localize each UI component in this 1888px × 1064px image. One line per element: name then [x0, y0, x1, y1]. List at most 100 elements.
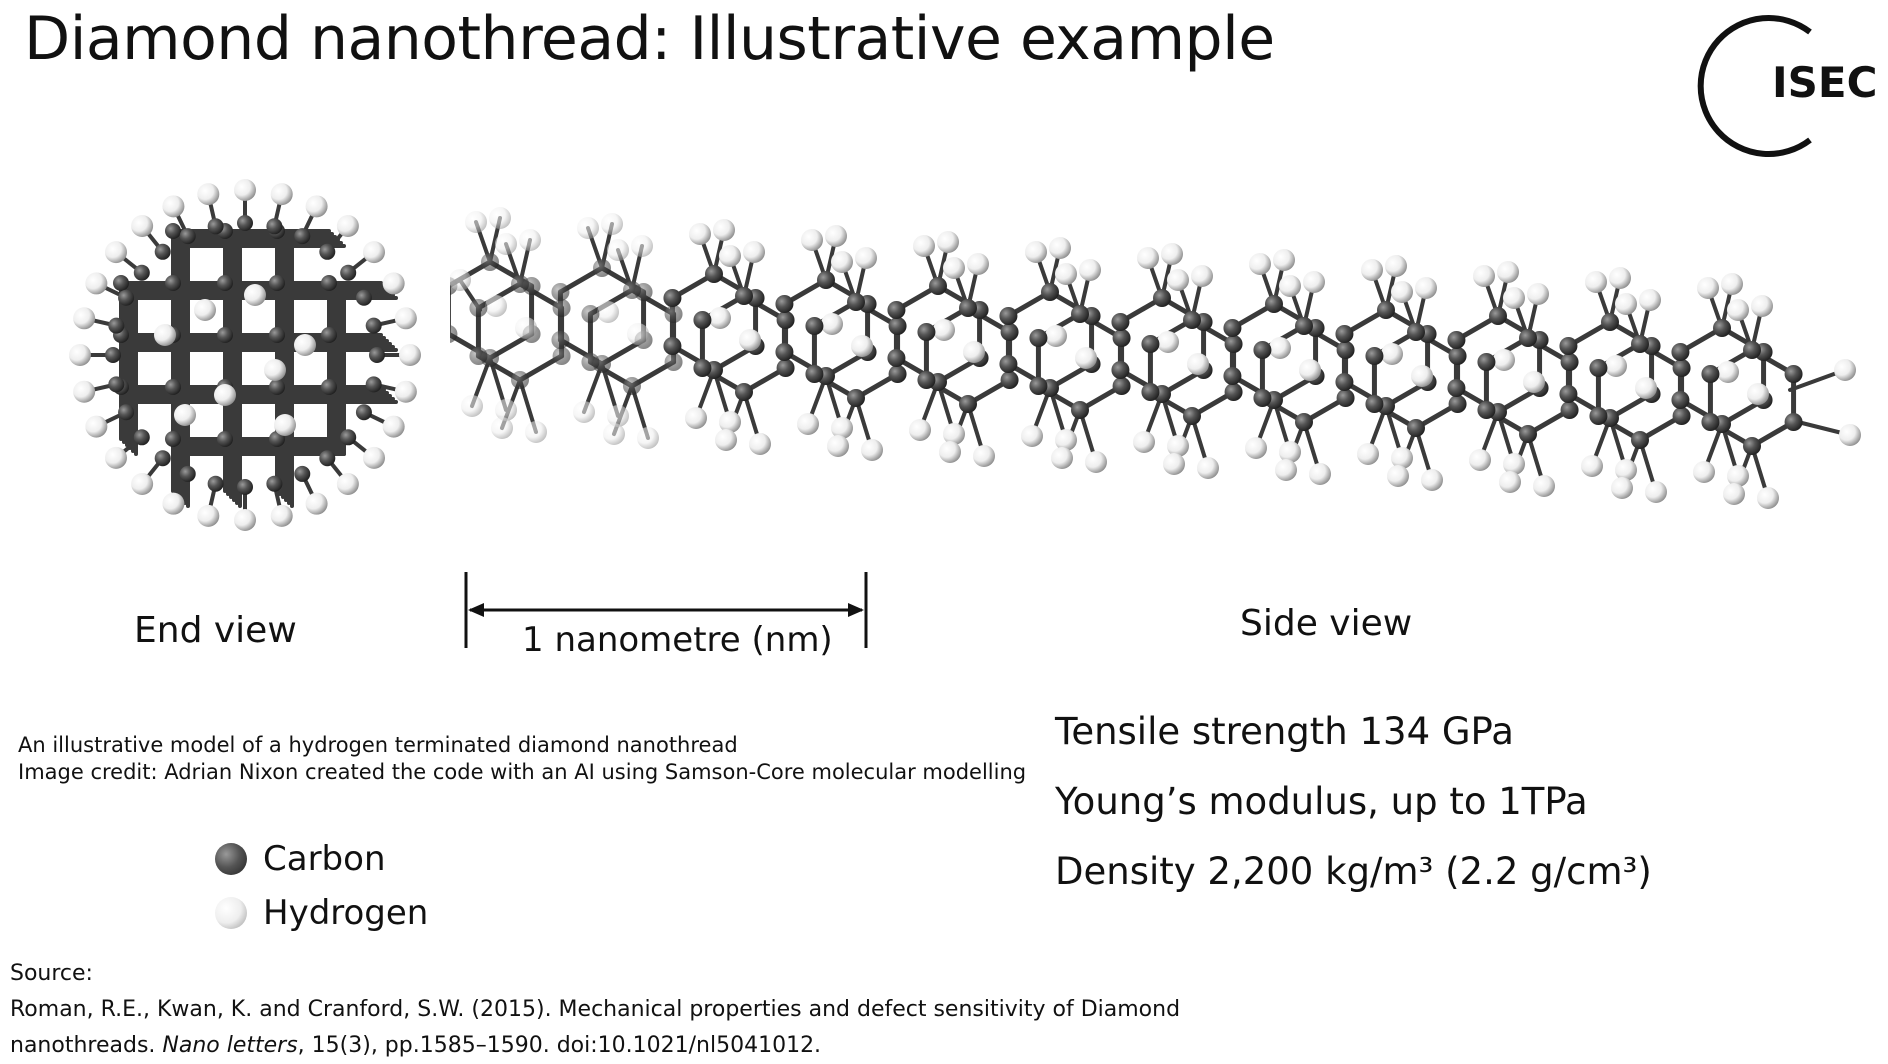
carbon-atom	[217, 327, 233, 343]
carbon-atom	[551, 283, 570, 301]
hydrogen-atom	[1049, 237, 1071, 259]
carbon-atom	[1560, 401, 1579, 419]
carbon-atom	[237, 215, 253, 231]
carbon-atom	[664, 353, 683, 371]
hydrogen-atom	[214, 384, 236, 406]
source-journal: Nano letters	[162, 1033, 298, 1058]
carbon-atom	[340, 429, 357, 446]
legend-item-hydrogen: Hydrogen	[215, 886, 428, 940]
carbon-atom	[294, 465, 311, 482]
carbon-atom	[1671, 391, 1690, 409]
hydrogen-atom	[685, 407, 707, 429]
carbon-atom	[888, 365, 907, 383]
hydrogen-atom	[1473, 265, 1495, 287]
carbon-atom	[118, 289, 135, 306]
legend-label-carbon: Carbon	[263, 839, 386, 879]
carbon-atom	[321, 327, 337, 343]
legend-item-carbon: Carbon	[215, 832, 428, 886]
hydrogen-atom	[104, 241, 127, 264]
hydrogen-atom	[515, 317, 537, 339]
hydrogen-atom	[1279, 441, 1301, 463]
carbon-atom	[623, 281, 641, 299]
hydrogen-atom	[244, 284, 266, 306]
carbon-atom	[469, 299, 488, 317]
hydrogen-atom	[465, 211, 487, 233]
hydrogen-atom-icon	[215, 897, 247, 929]
carbon-atom	[776, 359, 795, 377]
carbon-atom	[511, 275, 529, 293]
carbon-atom	[207, 218, 224, 235]
carbon-atom	[269, 275, 285, 291]
page-title: Diamond nanothread: Illustrative example	[24, 4, 1275, 74]
carbon-atom	[1477, 401, 1496, 419]
carbon-atom	[1365, 395, 1384, 413]
property-youngs-modulus: Young’s modulus, up to 1TPa	[1055, 780, 1588, 823]
hydrogen-atom	[194, 299, 216, 321]
carbon-atom	[1071, 401, 1089, 419]
carbon-atom	[1407, 323, 1425, 341]
side-view-atoms	[450, 207, 1861, 509]
carbon-atom	[1784, 365, 1803, 383]
carbon-atom	[705, 265, 723, 283]
hydrogen-atom	[1167, 269, 1189, 291]
hydrogen-atom	[1187, 353, 1209, 375]
isec-logo	[1697, 15, 1812, 157]
carbon-atom	[154, 450, 171, 467]
hydrogen-atom	[855, 247, 877, 269]
carbon-atom	[108, 376, 125, 393]
hydrogen-atom	[1609, 267, 1631, 289]
carbon-atom	[1295, 413, 1313, 431]
hydrogen-atom	[1249, 253, 1271, 275]
hydrogen-atom	[131, 214, 154, 237]
hydrogen-atom	[489, 207, 511, 229]
carbon-atom	[1589, 407, 1608, 425]
hydrogen-atom	[1697, 277, 1719, 299]
carbon-atom	[481, 253, 499, 271]
carbon-atom	[1447, 331, 1466, 349]
carbon-atom	[1559, 337, 1578, 355]
carbon-atom	[1701, 365, 1720, 383]
carbon-atom	[319, 243, 336, 260]
hydrogen-atom	[234, 179, 256, 201]
hydrogen-atom	[743, 241, 765, 263]
end-view-bonds	[78, 188, 412, 522]
hydrogen-atom	[162, 195, 185, 218]
hydrogen-atom	[1055, 429, 1077, 451]
hydrogen-atom	[1385, 255, 1407, 277]
carbon-atom	[1183, 311, 1201, 329]
carbon-atom	[805, 365, 824, 383]
side-view-molecule	[450, 207, 1861, 509]
hydrogen-atom	[154, 324, 176, 346]
hydrogen-atom	[597, 301, 619, 323]
hydrogen-atom	[264, 359, 286, 381]
hydrogen-atom	[1503, 453, 1525, 475]
source-line-1: Roman, R.E., Kwan, K. and Cranford, S.W.…	[10, 997, 1181, 1022]
hydrogen-atom	[1615, 459, 1637, 481]
carbon-atom	[1111, 361, 1130, 379]
carbon-atom	[663, 289, 682, 307]
hydrogen-atom	[1361, 259, 1383, 281]
hydrogen-atom	[825, 225, 847, 247]
carbon-atom	[355, 404, 372, 421]
hydrogen-atom	[861, 439, 883, 461]
legend: Carbon Hydrogen	[215, 832, 428, 940]
hydrogen-atom	[1839, 424, 1861, 446]
carbon-atom	[817, 271, 835, 289]
carbon-atom	[105, 347, 121, 363]
hydrogen-atom	[1503, 287, 1525, 309]
hydrogen-atom	[73, 307, 96, 330]
carbon-atom	[1601, 313, 1619, 331]
hydrogen-atom	[1079, 259, 1101, 281]
carbon-atom	[1183, 407, 1201, 425]
hydrogen-atom	[1751, 295, 1773, 317]
hydrogen-atom	[637, 427, 659, 449]
hydrogen-atom	[821, 313, 843, 335]
end-view-molecule	[69, 179, 421, 531]
hydrogen-atom	[1381, 343, 1403, 365]
hydrogen-atom	[274, 414, 296, 436]
carbon-atom	[1519, 425, 1537, 443]
carbon-atom-icon	[215, 843, 247, 875]
hydrogen-atom	[631, 235, 653, 257]
carbon-atom	[593, 259, 611, 277]
hydrogen-atom	[1197, 457, 1219, 479]
